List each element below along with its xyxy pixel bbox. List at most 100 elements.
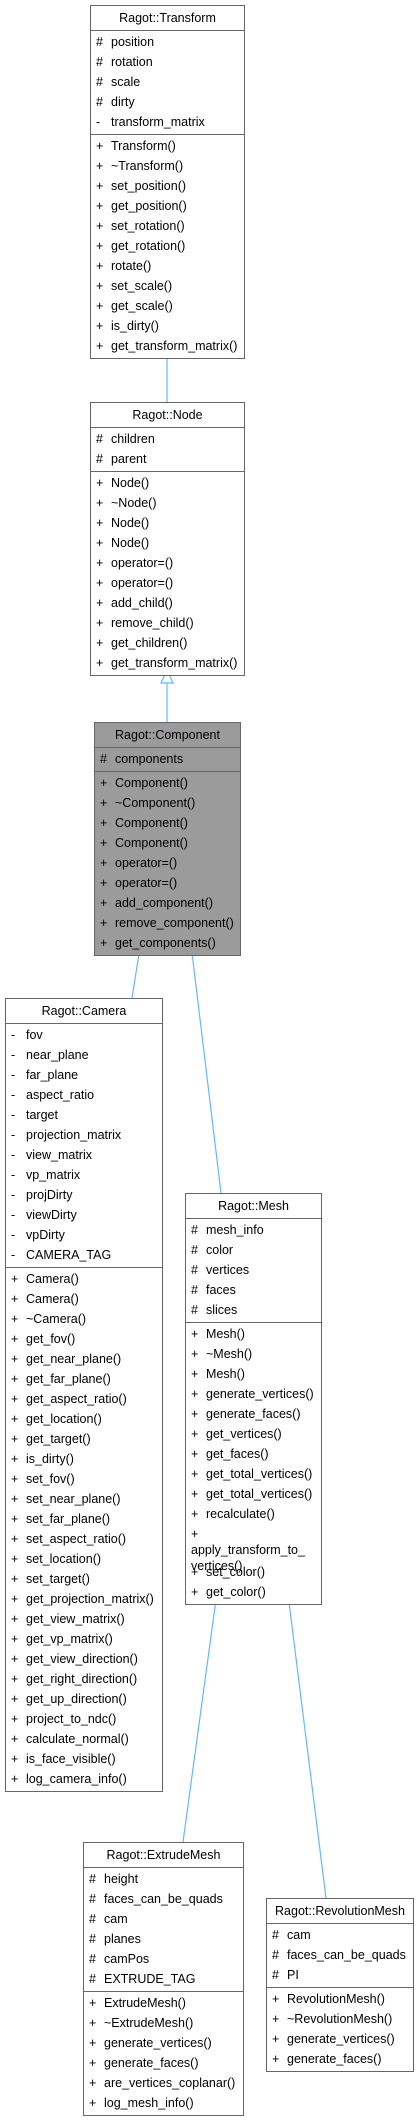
class-method: + is_dirty() [91, 316, 244, 336]
class-box-transform[interactable]: Ragot::Transform #position#rotation#scal… [90, 5, 245, 359]
inheritance-arrowhead [160, 668, 174, 684]
visibility-marker: + [96, 199, 104, 213]
visibility-marker: + [89, 2016, 97, 2030]
member-name: scale [111, 75, 141, 89]
class-box-component[interactable]: Ragot::Component #components +Component(… [94, 722, 241, 956]
class-method: +get_total_vertices() [186, 1464, 321, 1484]
class-method: +get_vp_matrix() [6, 1629, 162, 1649]
class-name: Ragot::ExtrudeMesh [84, 1843, 243, 1868]
member-name: set_color() [206, 1565, 266, 1579]
member-name: remove_child() [111, 616, 194, 630]
attribute-list: #position#rotation#scale#dirty-transform… [91, 31, 244, 135]
member-name: aspect_ratio [26, 1088, 95, 1102]
member-name: Camera() [26, 1272, 79, 1286]
class-method: +~Node() [91, 493, 244, 513]
visibility-marker: + [11, 1312, 19, 1326]
member-name: get_vp_matrix() [26, 1632, 113, 1646]
class-method: +~Mesh() [186, 1344, 321, 1364]
class-method: +Transform() [91, 136, 244, 156]
member-name: ExtrudeMesh() [104, 1996, 186, 2010]
inheritance-line [182, 1582, 219, 1843]
class-method: +Node() [91, 533, 244, 553]
class-name: Ragot::Mesh [186, 1194, 321, 1219]
visibility-marker: # [96, 35, 103, 49]
member-name: is_dirty() [111, 319, 159, 333]
visibility-marker: + [96, 476, 104, 490]
class-box-revolution-mesh[interactable]: Ragot::RevolutionMesh #cam#faces_can_be_… [266, 1898, 414, 2072]
member-name: vpDirty [26, 1228, 65, 1242]
visibility-marker: + [89, 2056, 97, 2070]
visibility-marker: + [96, 139, 104, 153]
visibility-marker: # [89, 1952, 96, 1966]
class-attribute: #parent [91, 449, 244, 469]
method-list: +Transform()+~Transform()+set_position()… [91, 135, 244, 358]
class-box-camera[interactable]: Ragot::Camera -fov-near_plane-far_plane-… [5, 998, 163, 1792]
class-method: +get_far_plane() [6, 1369, 162, 1389]
member-name: viewDirty [26, 1208, 77, 1222]
inheritance-line [186, 915, 222, 1194]
member-name: get_total_vertices() [206, 1467, 313, 1481]
visibility-marker: + [191, 1387, 199, 1401]
class-attribute: #height [84, 1869, 243, 1889]
member-name: get_components() [115, 936, 216, 950]
member-name: faces_can_be_quads [104, 1892, 223, 1906]
class-method: +log_mesh_info() [84, 2093, 243, 2113]
method-list: +Component()+~Component()+Component()+Co… [95, 772, 240, 955]
visibility-marker: + [191, 1447, 199, 1461]
attribute-list: #children#parent [91, 428, 244, 472]
visibility-marker: # [191, 1263, 198, 1277]
member-name: set_rotation() [111, 219, 185, 233]
class-box-node[interactable]: Ragot::Node #children#parent +Node()+~No… [90, 402, 245, 676]
member-name: ~RevolutionMesh() [287, 2012, 393, 2026]
member-name: faces [206, 1283, 236, 1297]
class-name: Ragot::RevolutionMesh [267, 1899, 413, 1924]
member-name: height [104, 1872, 139, 1886]
visibility-marker: + [96, 319, 104, 333]
member-name: rotate() [111, 259, 152, 273]
class-attribute: #mesh_info [186, 1220, 321, 1240]
member-name: recalculate() [206, 1507, 275, 1521]
class-method: +Component() [95, 813, 240, 833]
class-method: +set_target() [6, 1569, 162, 1589]
member-name: set_far_plane() [26, 1512, 111, 1526]
visibility-marker: + [191, 1367, 199, 1381]
member-name: planes [104, 1932, 141, 1946]
visibility-marker: + [11, 1412, 19, 1426]
visibility-marker: # [89, 1892, 96, 1906]
class-attribute: -vpDirty [6, 1225, 162, 1245]
attribute-list: #cam#faces_can_be_quads#PI [267, 1924, 413, 1988]
class-method: +get_color() [186, 1582, 321, 1602]
method-list: +ExtrudeMesh()+~ExtrudeMesh()+generate_v… [84, 1992, 243, 2115]
visibility-marker: + [96, 596, 104, 610]
class-attribute: -viewDirty [6, 1205, 162, 1225]
class-method: +Node() [91, 473, 244, 493]
member-name: set_target() [26, 1572, 90, 1586]
visibility-marker: + [89, 1996, 97, 2010]
member-name: view_matrix [26, 1148, 92, 1162]
class-method: +are_vertices_coplanar() [84, 2073, 243, 2093]
visibility-marker: - [11, 1068, 16, 1082]
visibility-marker: + [11, 1692, 19, 1706]
class-box-mesh[interactable]: Ragot::Mesh #mesh_info#color#vertices#fa… [185, 1193, 322, 1605]
visibility-marker: + [96, 339, 104, 353]
visibility-marker: + [96, 636, 104, 650]
class-method: +set_near_plane() [6, 1489, 162, 1509]
class-method: + get_right_direction() [6, 1669, 162, 1689]
class-method: +get_fov() [6, 1329, 162, 1349]
class-box-extrude-mesh[interactable]: Ragot::ExtrudeMesh #height#faces_can_be_… [83, 1842, 244, 2116]
member-name: get_rotation() [111, 239, 186, 253]
member-name: set_aspect_ratio() [26, 1532, 127, 1546]
member-name: get_total_vertices() [206, 1487, 313, 1501]
class-method: +set_color() [186, 1562, 321, 1582]
member-name: ~ExtrudeMesh() [104, 2016, 194, 2030]
member-name: color [206, 1243, 234, 1257]
visibility-marker: + [11, 1672, 19, 1686]
attribute-list: #mesh_info#color#vertices#faces#slices [186, 1219, 321, 1323]
member-name: add_child() [111, 596, 173, 610]
member-name: get_view_direction() [26, 1652, 138, 1666]
class-method: +get_target() [6, 1429, 162, 1449]
class-method: +operator=() [91, 573, 244, 593]
inheritance-line [286, 1582, 327, 1899]
member-name: vertices [206, 1263, 250, 1277]
member-name: get_right_direction() [26, 1672, 138, 1686]
